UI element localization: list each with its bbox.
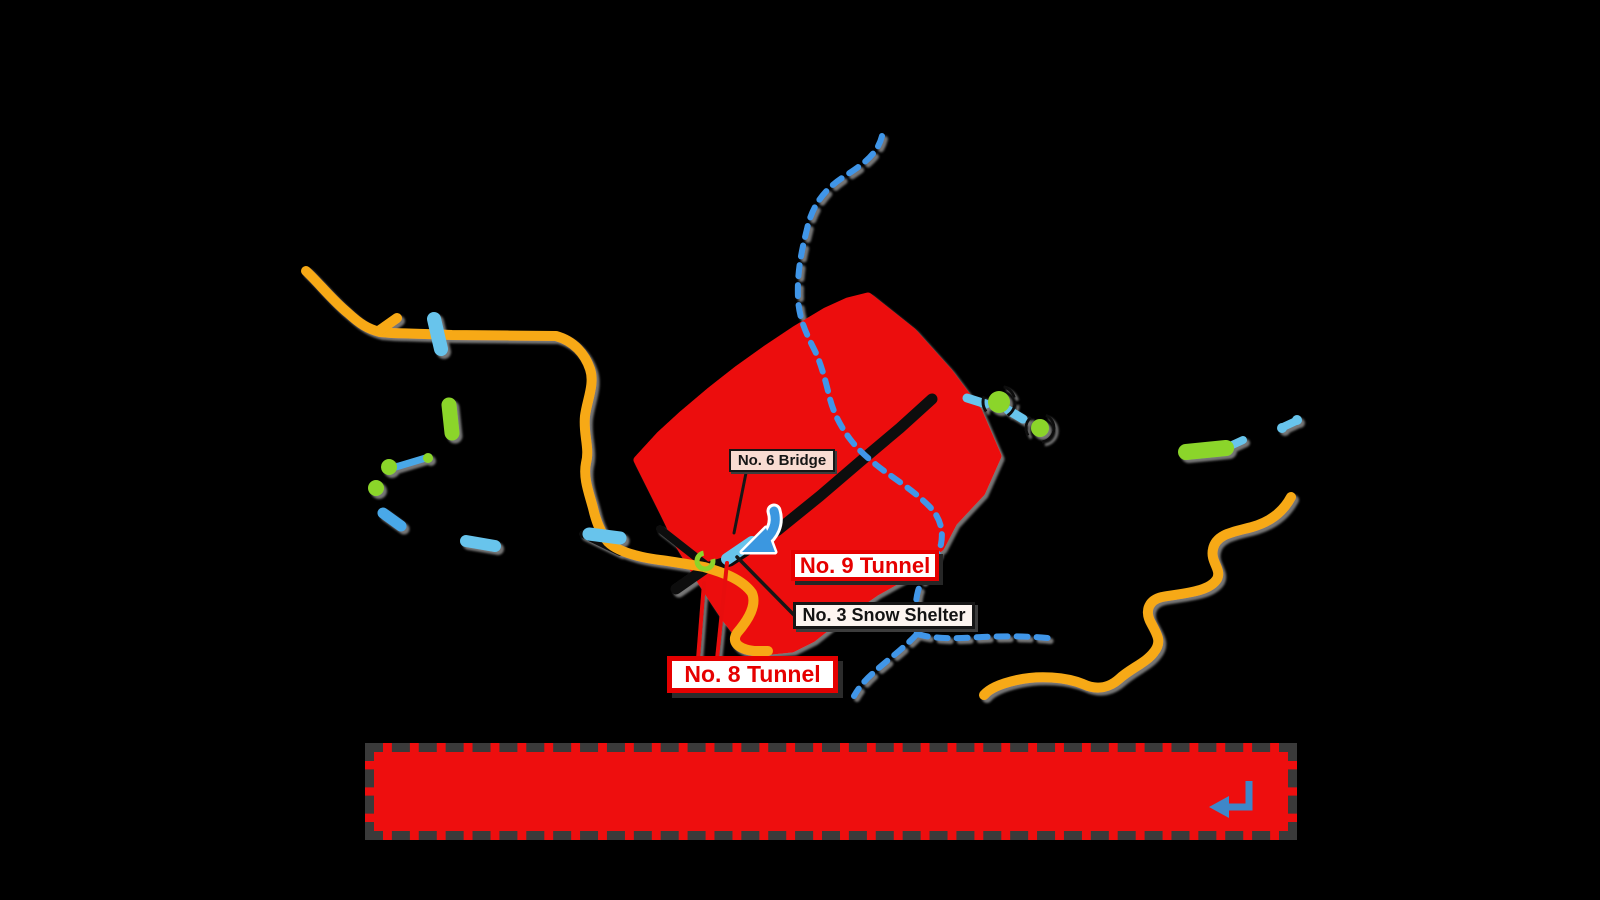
river-dashed [794, 133, 1051, 699]
return-arrow-icon [1209, 781, 1253, 818]
leader-lines [696, 471, 797, 661]
road-left [301, 266, 773, 656]
bridge6-leader [732, 471, 748, 535]
station-ring [694, 550, 716, 572]
label-no3-snow-shelter: No. 3 Snow Shelter [793, 602, 975, 629]
road-right [979, 492, 1296, 700]
facility-markers [368, 384, 1234, 572]
label-no6-bridge: No. 6 Bridge [729, 449, 835, 472]
tunnel8-leader [715, 561, 729, 661]
shelter3-leader [735, 555, 797, 618]
label-no9-tunnel: No. 9 Tunnel [791, 550, 939, 581]
caption-banner [365, 743, 1297, 840]
label-no8-tunnel: No. 8 Tunnel [667, 656, 838, 693]
tunnel8-leader [696, 581, 706, 661]
pointer-arrow-icon [739, 503, 783, 555]
